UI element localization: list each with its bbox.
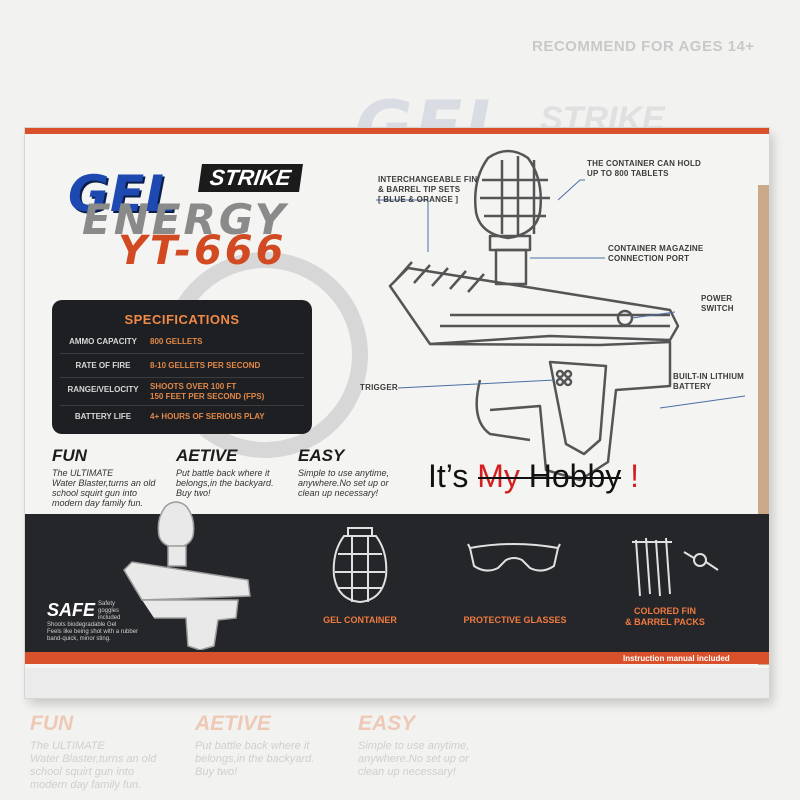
spec-label: RANGE/VELOCITY <box>67 385 139 394</box>
box-top-stripe <box>25 128 769 134</box>
logo-gel-text: GEL <box>68 165 179 223</box>
feature-title: FUN <box>52 446 87 465</box>
gel-container-label: GEL CONTAINER <box>323 615 397 625</box>
bottom-stripe <box>25 652 769 664</box>
fin-barrel-pack-icon <box>632 537 719 597</box>
feature-title: EASY <box>298 446 345 465</box>
background-feature-title: FUN <box>30 712 74 735</box>
spec-divider <box>60 353 304 354</box>
box-side-edge <box>758 185 769 665</box>
blaster-line-drawing <box>376 149 746 482</box>
logo-energy-text: ENERGY <box>82 195 289 244</box>
background-feature-text: Simple to use anytime,anywhere.No set up… <box>358 740 470 778</box>
logo-model-text: YT-666 <box>118 228 287 274</box>
fin-barrel-pack-label: COLORED FIN& BARREL PACKS <box>625 606 705 627</box>
spec-divider <box>60 377 304 378</box>
spec-value: 4+ HOURS OF SERIOUS PLAY <box>150 412 265 421</box>
feature-title: AETIVE <box>176 446 238 465</box>
background-feature-title: EASY <box>358 712 416 735</box>
spec-label: AMMO CAPACITY <box>69 337 137 346</box>
protective-glasses-label: PROTECTIVE GLASSES <box>463 615 567 625</box>
safe-title: SAFE <box>47 600 96 620</box>
age-recommendation: RECOMMEND FOR AGES 14+ <box>532 38 755 55</box>
protective-glasses-icon <box>467 543 561 572</box>
box-bottom-lip <box>25 668 769 698</box>
overlay-watermark: It’s My Hobby ! <box>428 458 640 494</box>
spec-label: BATTERY LIFE <box>74 412 132 421</box>
logo-strike-badge: STRIKE <box>198 164 303 192</box>
specifications-title: SPECIFICATIONS <box>124 312 240 327</box>
spec-divider <box>60 405 304 406</box>
small-blaster-illustration <box>123 501 251 650</box>
gel-container-icon <box>332 527 388 604</box>
feature-text: Simple to use anytime,anywhere.No set up… <box>298 468 390 498</box>
callout-fin-barrel: INTERCHANGEABLE FIN& BARREL TIP SETS[ BL… <box>378 175 478 204</box>
manual-note: Instruction manual included <box>623 654 730 663</box>
callout-trigger: TRIGGER <box>360 383 398 392</box>
spec-label: RATE OF FIRE <box>75 361 131 370</box>
background-feature-title: AETIVE <box>195 712 271 735</box>
spec-value: 800 GELLETS <box>150 337 203 346</box>
spec-value: 8-10 GELLETS PER SECOND <box>150 361 261 370</box>
specifications-panel <box>52 300 312 434</box>
